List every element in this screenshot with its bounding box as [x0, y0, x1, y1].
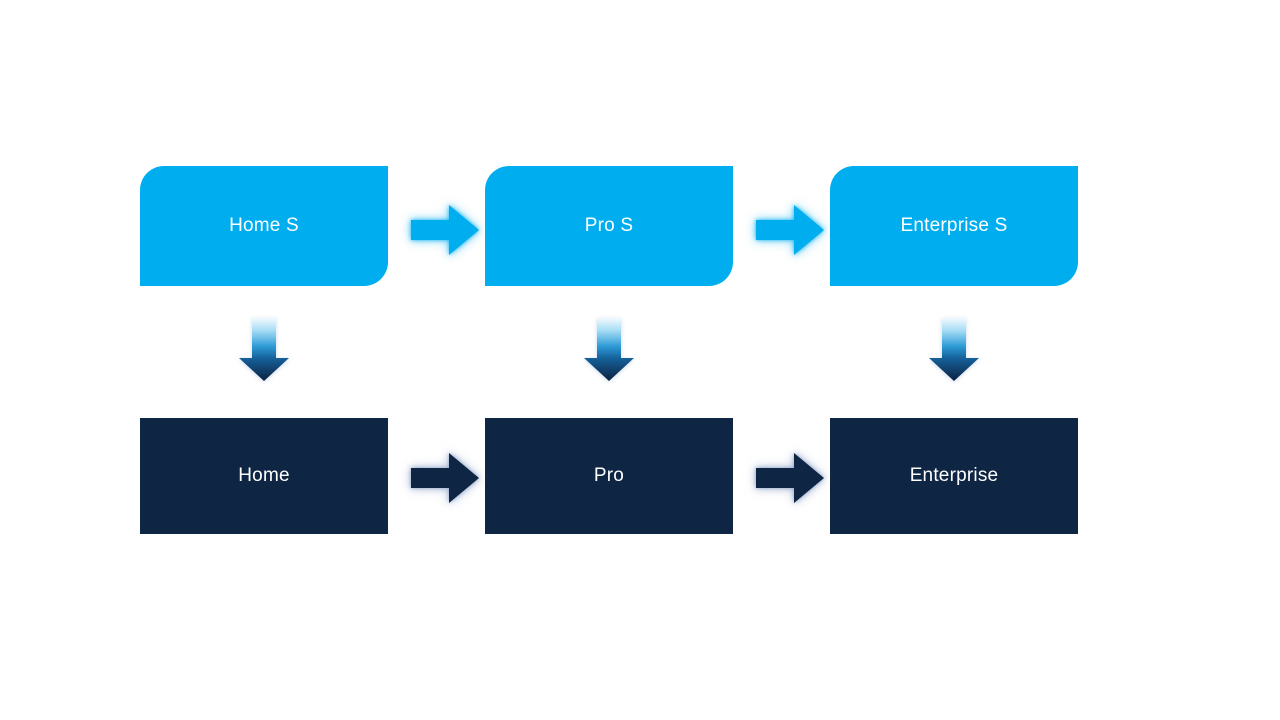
node-pro-s: Pro S [485, 166, 733, 286]
node-pro: Pro [485, 418, 733, 534]
right-arrow-icon-home-to-pro [411, 453, 479, 503]
down-arrow-icon-home-s-to-home [239, 318, 289, 381]
node-home-s: Home S [140, 166, 388, 286]
node-label-enterprise: Enterprise [909, 465, 999, 486]
node-label-pro-s: Pro S [584, 215, 634, 236]
right-arrow-icon-home-s-to-pro-s [411, 205, 479, 255]
down-arrow-icon-enterprise-s-to-enterprise [929, 318, 979, 381]
node-label-pro: Pro [593, 465, 625, 486]
node-home: Home [140, 418, 388, 534]
node-enterprise-s: Enterprise S [830, 166, 1078, 286]
node-label-enterprise-s: Enterprise S [900, 215, 1008, 236]
right-arrow-icon-pro-s-to-enterprise-s [756, 205, 824, 255]
down-arrow-icon-pro-s-to-pro [584, 318, 634, 381]
node-enterprise: Enterprise [830, 418, 1078, 534]
right-arrow-icon-pro-to-enterprise [756, 453, 824, 503]
node-label-home-s: Home S [229, 215, 299, 236]
node-label-home: Home [238, 465, 290, 486]
